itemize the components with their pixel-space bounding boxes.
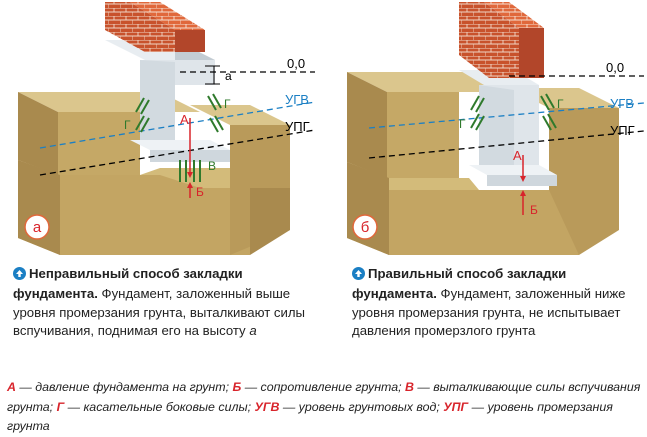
ugv-label: УГВ xyxy=(610,96,634,111)
zero-level-label: 0,0 xyxy=(606,60,624,75)
force-a-label: А xyxy=(513,148,522,163)
groundwater-level-line xyxy=(39,101,316,149)
legend-key-g: Г xyxy=(56,399,65,414)
caption-b-text: Фундамент, заложенный ниже уровня промер… xyxy=(352,286,626,338)
legend-text-ugv: — уровень грунтовых вод; xyxy=(279,399,444,414)
ugv-label: УГВ xyxy=(285,92,309,107)
force-a-label: А xyxy=(180,112,189,127)
force-g-right-label: Г xyxy=(557,97,564,111)
legend-text-g: — касательные боковые силы; xyxy=(64,399,255,414)
groundwater-level-line xyxy=(368,102,645,129)
upg-label: УПГ xyxy=(285,119,310,134)
caption-incorrect: Неправильный способ закладки фундамента.… xyxy=(13,265,313,340)
caption-b-title: Правильный способ закладки фундамента. xyxy=(352,266,567,302)
marker-a: а xyxy=(33,219,42,236)
legend-key-ugv: УГВ xyxy=(254,399,280,414)
legend-text-a: — давление фундамента на грунт; xyxy=(15,380,233,394)
force-v-label: В xyxy=(208,159,216,173)
legend-text-b: — сопротивление грунта; xyxy=(241,380,405,394)
gap-label: а xyxy=(225,69,232,83)
force-g-left-label: Г xyxy=(124,118,131,132)
force-b-label: Б xyxy=(196,185,204,199)
soil-block xyxy=(347,72,619,255)
force-b-label: Б xyxy=(530,203,538,217)
diagram-incorrect-foundation: а а 0,0 УГВ УПГ А Б В Г Г xyxy=(0,0,318,262)
foundation xyxy=(459,70,557,186)
legend-key-b: Б xyxy=(232,380,242,394)
force-g-left-label: Г xyxy=(459,117,466,131)
marker-b: б xyxy=(361,219,370,236)
legend-key-upg: УПГ xyxy=(443,399,469,414)
frost-level-line xyxy=(368,130,645,159)
legend-key-v: В xyxy=(404,380,414,394)
legend: А — давление фундамента на грунт; Б — со… xyxy=(7,378,645,437)
force-g-right-label: Г xyxy=(224,97,231,111)
caption-a-var: а xyxy=(249,322,257,338)
caption-correct: Правильный способ закладки фундамента. Ф… xyxy=(352,265,642,340)
frost-level-line xyxy=(39,129,316,176)
arrow-up-circle-icon xyxy=(13,267,26,285)
diagram-correct-foundation: б 0,0 УГВ УПГ А Б Г Г xyxy=(329,0,647,262)
arrow-up-circle-icon xyxy=(352,267,365,285)
caption-a-text: Фундамент, заложенный выше уровня промер… xyxy=(13,286,306,338)
caption-a-title: Неправильный способ закладки фундамента. xyxy=(13,266,243,302)
zero-level-label: 0,0 xyxy=(287,56,305,71)
brick-wall xyxy=(105,2,205,52)
legend-key-a: А xyxy=(7,380,16,394)
legend-text-v: — выталкивающие силы вспучивания грунта; xyxy=(7,380,641,414)
marker-circle-a xyxy=(24,214,50,240)
brick-wall xyxy=(459,2,544,78)
upg-label: УПГ xyxy=(610,123,635,138)
soil-block xyxy=(18,92,290,255)
marker-circle-b xyxy=(352,214,378,240)
legend-text-upg: — уровень промерзания грунта xyxy=(7,399,613,434)
